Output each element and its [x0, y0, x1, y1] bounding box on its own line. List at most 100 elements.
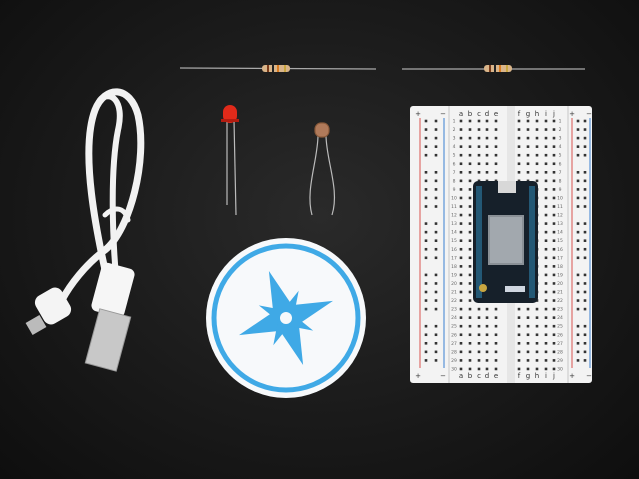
breadboard-hole [552, 153, 556, 157]
breadboard-hole [552, 230, 556, 234]
breadboard-hole [485, 333, 489, 337]
usb-a-connector [84, 262, 135, 372]
breadboard-hole [494, 367, 498, 371]
breadboard-hole [477, 136, 481, 140]
row-number: 17 [557, 255, 563, 261]
row-number: 3 [559, 136, 562, 142]
breadboard-hole [459, 299, 463, 302]
breadboard-hole [526, 145, 530, 148]
breadboard-hole [459, 273, 463, 277]
breadboard-hole [477, 350, 481, 354]
breadboard-hole [535, 307, 539, 311]
breadboard-hole [576, 179, 580, 183]
breadboard-hole [576, 307, 580, 311]
row-number: 27 [557, 341, 563, 347]
breadboard-hole [459, 265, 463, 268]
breadboard-hole [459, 222, 463, 225]
breadboard-hole [459, 367, 463, 371]
photocell [309, 122, 336, 216]
breadboard-hole [424, 239, 428, 242]
breadboard-hole [434, 179, 438, 183]
breadboard-hole [583, 307, 587, 311]
breadboard-hole [468, 307, 472, 311]
breadboard-hole [517, 316, 521, 319]
row-number: 1 [453, 119, 456, 125]
breadboard-hole [552, 145, 556, 148]
breadboard-hole [468, 145, 472, 148]
breadboard-hole [459, 290, 463, 294]
breadboard-hole [544, 213, 548, 217]
row-number: 15 [557, 238, 563, 244]
breadboard-hole [468, 247, 472, 251]
breadboard-hole [583, 239, 587, 242]
breadboard-hole [526, 179, 530, 183]
rail-sign: + [415, 110, 421, 118]
breadboard-hole [544, 230, 548, 234]
column-letter: g [526, 110, 530, 118]
breadboard-hole [459, 213, 463, 217]
breadboard-hole [434, 359, 438, 362]
breadboard-hole [434, 333, 438, 337]
row-number: 18 [451, 264, 457, 270]
row-number: 30 [451, 366, 457, 372]
breadboard-hole [468, 265, 472, 268]
breadboard-hole [583, 128, 587, 131]
breadboard-hole [434, 222, 438, 225]
row-number: 13 [451, 221, 457, 227]
row-number: 12 [557, 213, 563, 219]
row-number: 25 [451, 324, 457, 330]
breadboard-hole [576, 290, 580, 294]
column-letter: a [459, 372, 463, 380]
breadboard-hole [468, 213, 472, 217]
breadboard-hole [526, 367, 530, 371]
breadboard-hole [485, 307, 489, 311]
column-letter: b [468, 372, 473, 380]
breadboard-hole [434, 307, 438, 311]
breadboard-hole [535, 179, 539, 183]
breadboard-hole [494, 171, 498, 174]
red-led [221, 105, 239, 216]
breadboard-hole [535, 119, 539, 123]
rail-sign: − [586, 110, 592, 118]
breadboard-hole [434, 196, 438, 200]
breadboard-hole [583, 171, 587, 174]
breadboard-hole [517, 119, 521, 123]
breadboard-hole [552, 222, 556, 225]
breadboard-hole [544, 359, 548, 362]
breadboard-hole [477, 367, 481, 371]
breadboard-hole [576, 196, 580, 200]
breadboard-hole [552, 359, 556, 362]
column-letter: e [494, 110, 498, 118]
breadboard-hole [544, 273, 548, 277]
breadboard-hole [535, 342, 539, 345]
breadboard-hole [477, 162, 481, 166]
breadboard-hole [424, 290, 428, 294]
column-letter: d [485, 110, 489, 118]
row-number: 10 [557, 195, 563, 201]
breadboard-hole [477, 145, 481, 148]
breadboard-hole [535, 128, 539, 131]
breadboard-hole [517, 350, 521, 354]
row-number: 6 [559, 161, 562, 167]
breadboard-hole [552, 162, 556, 166]
breadboard-hole [434, 119, 438, 123]
breadboard-hole [552, 342, 556, 345]
breadboard-hole [434, 188, 438, 191]
breadboard-hole [477, 333, 481, 337]
breadboard-hole [459, 324, 463, 328]
breadboard-hole [494, 145, 498, 148]
breadboard-hole [544, 350, 548, 354]
breadboard-hole [544, 307, 548, 311]
breadboard-hole [494, 359, 498, 362]
breadboard-hole [468, 119, 472, 123]
row-number: 12 [451, 213, 457, 219]
breadboard-hole [552, 171, 556, 174]
breadboard-hole [468, 153, 472, 157]
breadboard-hole [459, 145, 463, 148]
breadboard-hole [468, 171, 472, 174]
breadboard-hole [544, 299, 548, 302]
column-letter: f [518, 372, 521, 380]
breadboard-hole [485, 316, 489, 319]
breadboard-hole [576, 222, 580, 225]
breadboard-hole [468, 342, 472, 345]
